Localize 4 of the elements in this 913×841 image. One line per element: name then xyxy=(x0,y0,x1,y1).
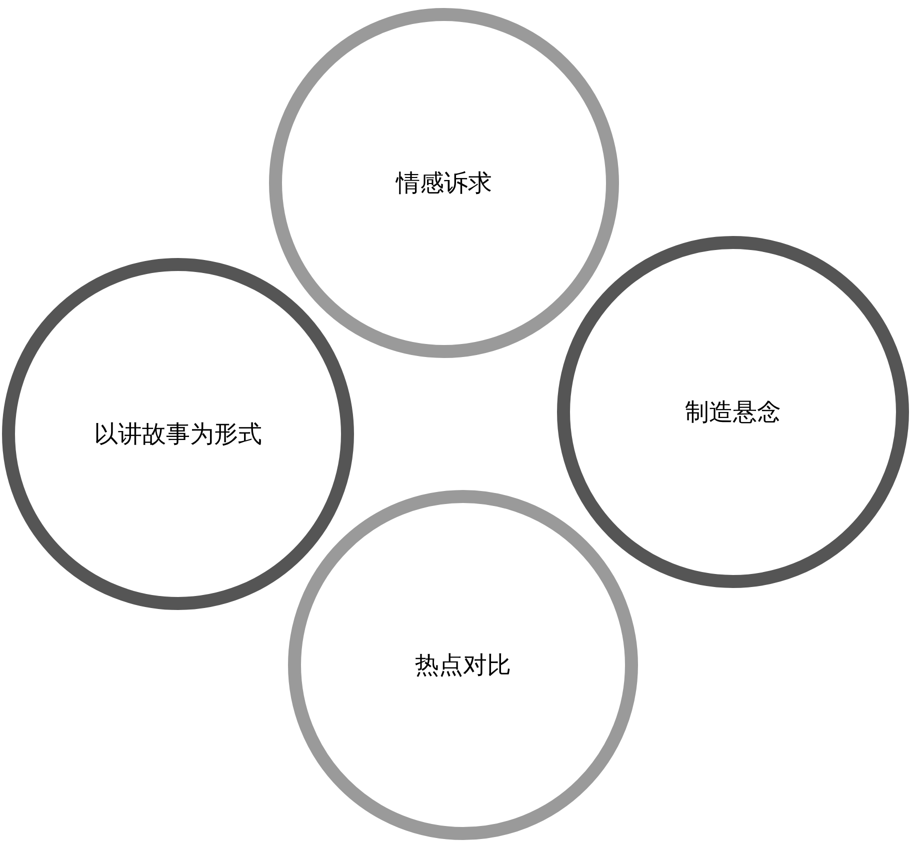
node-label: 热点对比 xyxy=(414,650,512,680)
node-label: 情感诉求 xyxy=(394,168,493,198)
node-label: 以讲故事为形式 xyxy=(93,419,263,449)
node-label: 制造悬念 xyxy=(684,397,782,427)
